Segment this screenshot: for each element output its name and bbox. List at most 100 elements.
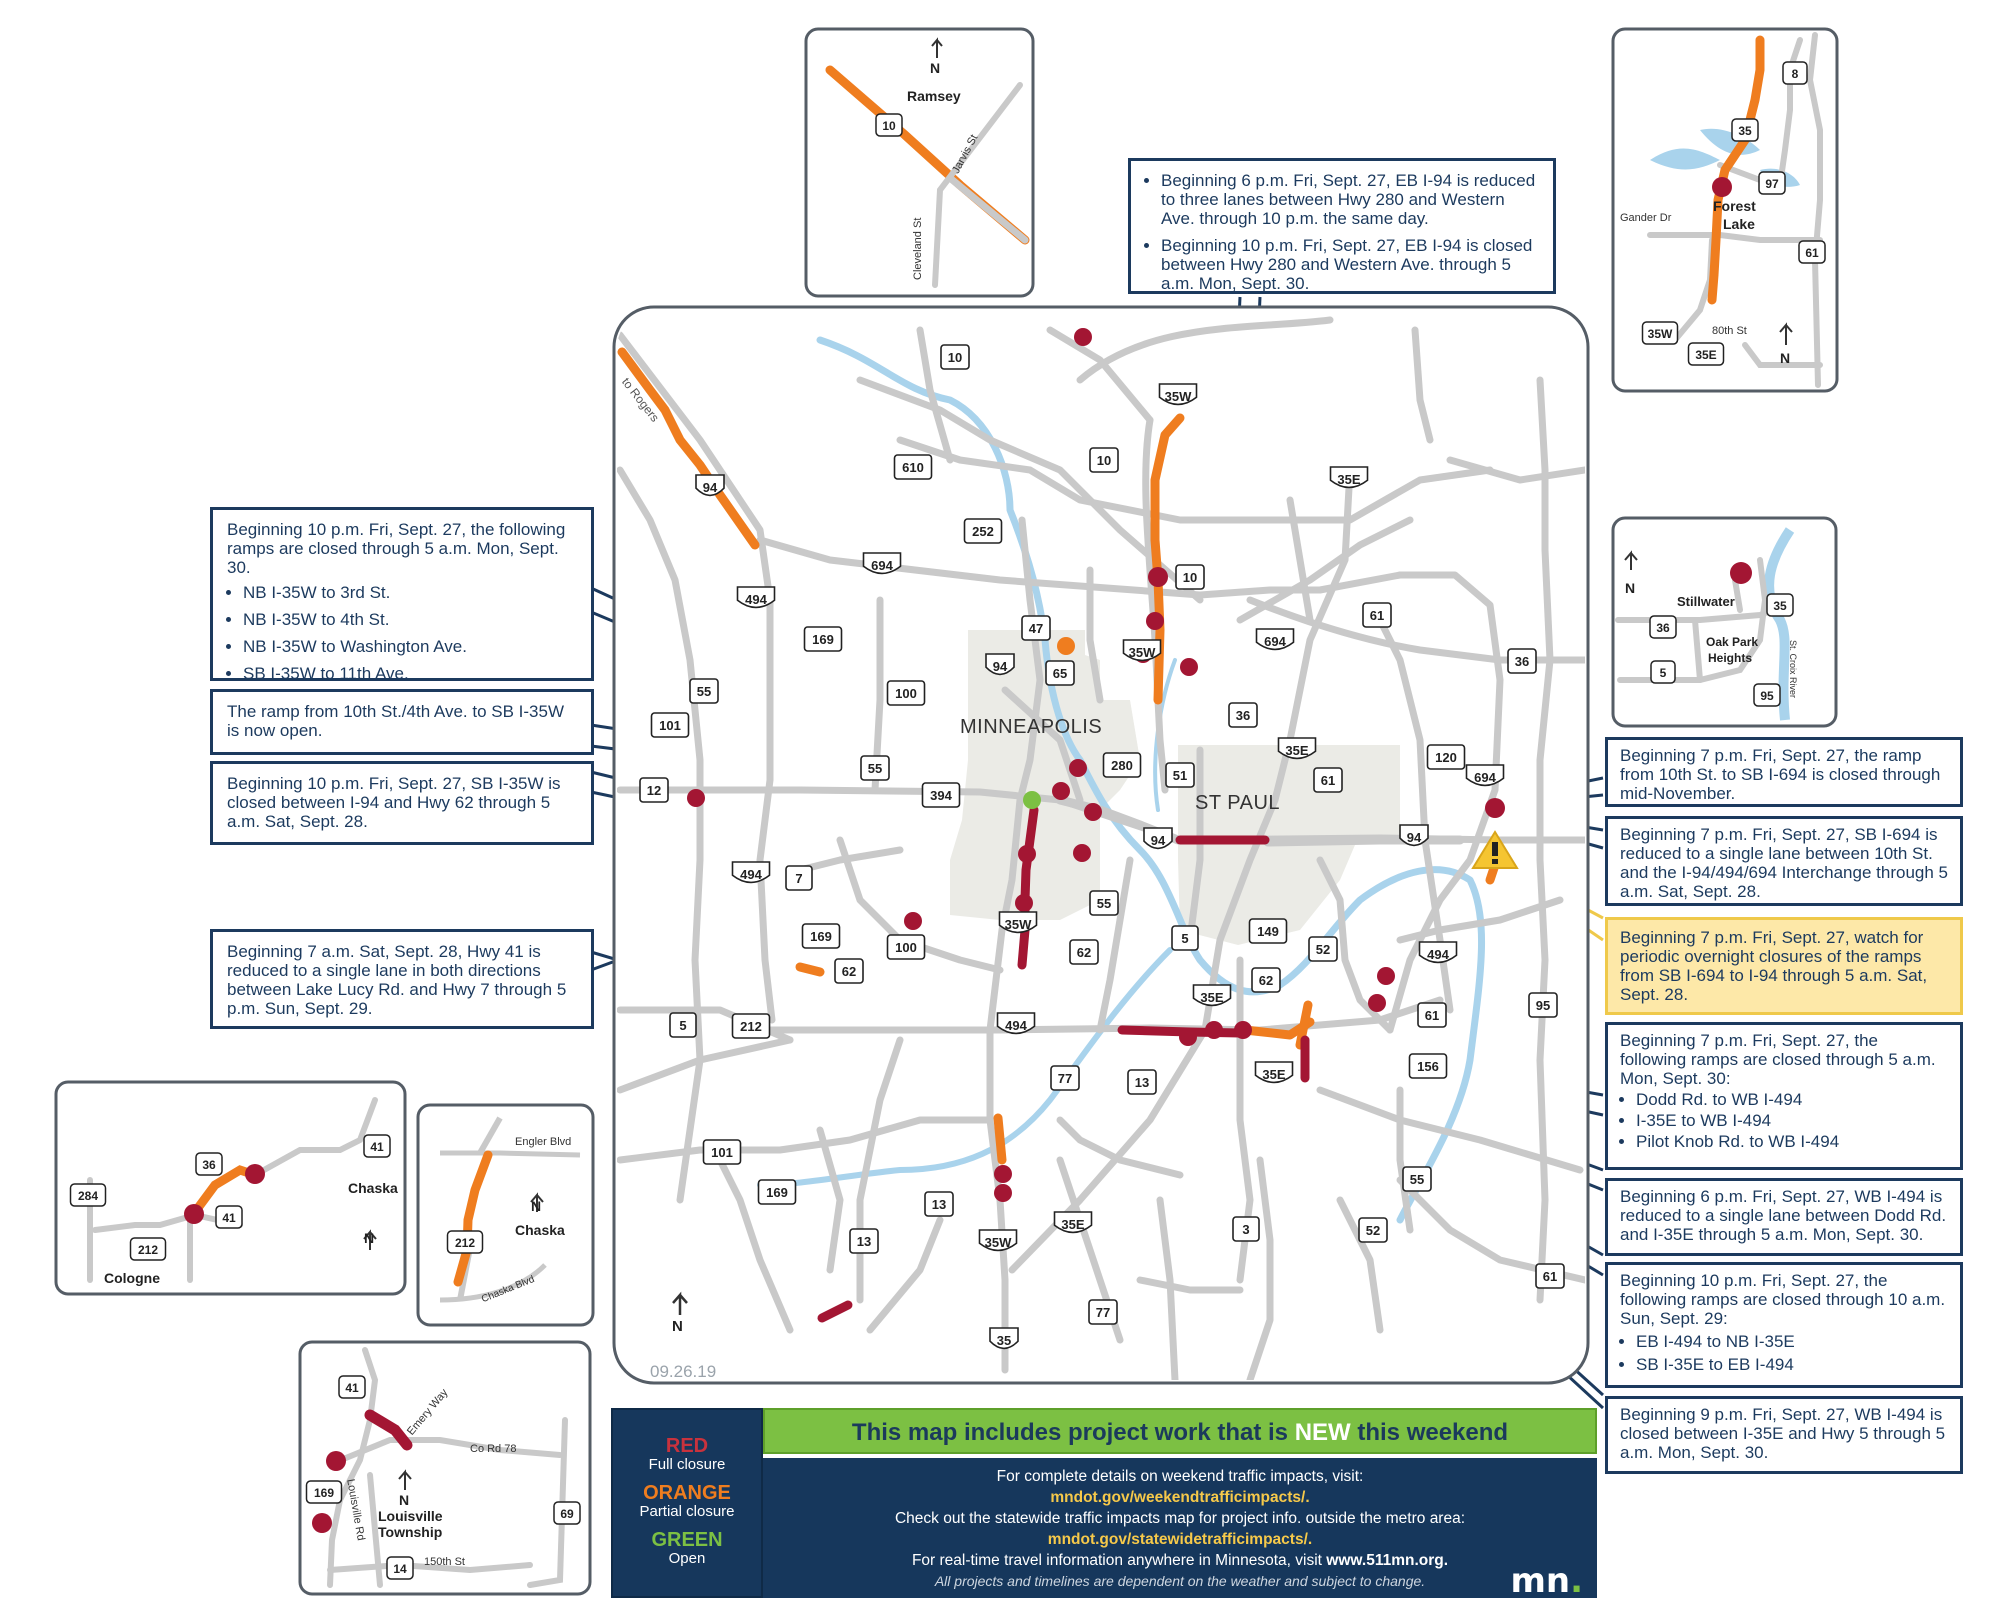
- callout-item: Pilot Knob Rd. to WB I-494: [1636, 1132, 1948, 1151]
- route-shield-text: 65: [1053, 666, 1067, 681]
- callout-intro: Beginning 7 p.m. Fri, Sept. 27, the foll…: [1620, 1031, 1936, 1088]
- route-shield-text: 3: [1242, 1222, 1249, 1237]
- route-shield-text: 7: [795, 871, 802, 886]
- route-shield-36: 36: [1228, 702, 1258, 728]
- inset-route-shield: 14: [386, 1556, 414, 1580]
- route-shield-55: 55: [1402, 1166, 1432, 1192]
- route-shield-text: 212: [740, 1019, 762, 1034]
- inset-forest-lake-frame: [1611, 27, 1839, 393]
- route-shield-35e: 35E: [1277, 737, 1317, 760]
- inset-route-shield-text: 14: [393, 1562, 407, 1576]
- inset-route-shield: 41: [338, 1375, 366, 1399]
- mndot-logo: mn.: [1510, 1564, 1583, 1598]
- route-shield-text: 35E: [1061, 1217, 1084, 1232]
- route-shield-52: 52: [1358, 1217, 1388, 1243]
- route-shield-610: 610: [893, 454, 933, 480]
- inset-route-shield-text: 69: [560, 1507, 574, 1521]
- route-shield-3: 3: [1232, 1216, 1260, 1242]
- legend-green-desc: Open: [668, 1550, 706, 1567]
- route-shield-94: 94: [985, 653, 1015, 676]
- route-shield-text: 95: [1536, 998, 1550, 1013]
- forest-lake-city2: Lake: [1723, 216, 1755, 232]
- callout-open-ramp: The ramp from 10th St./4th Ave. to SB I-…: [210, 689, 594, 755]
- route-shield-text: 10: [1097, 453, 1111, 468]
- route-shield-77: 77: [1088, 1299, 1118, 1325]
- i35w-south-partial: [993, 1113, 1007, 1165]
- route-shield-280: 280: [1102, 752, 1142, 778]
- route-shield-text: 55: [1097, 896, 1111, 911]
- inset-route-shield: 8: [1782, 61, 1808, 85]
- ramsey-north: N: [930, 60, 941, 76]
- info-link-weekend[interactable]: mndot.gov/weekendtrafficimpacts/.: [1050, 1489, 1310, 1506]
- route-shield-text: 55: [868, 761, 882, 776]
- route-shield-text: 55: [697, 684, 711, 699]
- route-shield-494: 494: [736, 586, 776, 609]
- inset-route-shield-text: 212: [138, 1243, 158, 1257]
- chaska2-city: Chaska: [515, 1222, 565, 1238]
- inset-route-shield-text: 8: [1792, 67, 1799, 81]
- route-shield-text: 47: [1029, 621, 1043, 636]
- callout-item: EB I-494 to NB I-35E: [1636, 1332, 1948, 1351]
- stillwater-city: Stillwater: [1677, 594, 1735, 609]
- route-shield-252: 252: [963, 518, 1003, 544]
- inset-route-shield: 35W: [1641, 321, 1679, 345]
- route-shield-156: 156: [1408, 1053, 1448, 1079]
- inset-route-shield-text: 35E: [1695, 348, 1716, 362]
- open-ramp-dot: [1023, 791, 1041, 809]
- inset-route-shield-text: 284: [78, 1189, 98, 1203]
- route-shield-text: 36: [1515, 654, 1529, 669]
- inset-route-shield: 95: [1753, 683, 1781, 707]
- inset-route-shield: 41: [215, 1205, 243, 1229]
- minneapolis-label: MINNEAPOLIS: [960, 716, 1103, 738]
- i94-rogers-partial: [617, 347, 760, 550]
- main-map-content: [617, 316, 1585, 1380]
- route-shield-text: 101: [711, 1145, 733, 1160]
- route-shield-494: 494: [996, 1012, 1036, 1035]
- info-link-statewide[interactable]: mndot.gov/statewidetrafficimpacts/.: [1047, 1531, 1313, 1548]
- route-shield-212: 212: [731, 1013, 771, 1039]
- inset-route-shield: 35: [1731, 118, 1759, 142]
- route-shield-13: 13: [1127, 1069, 1157, 1095]
- hwy77-red: [817, 1300, 853, 1323]
- inset-route-shield-text: 97: [1765, 177, 1779, 191]
- inset-route-shield: 35: [1766, 593, 1794, 617]
- route-shield-text: 52: [1316, 942, 1330, 957]
- route-shield-55: 55: [860, 755, 890, 781]
- hwy62-partial: [795, 962, 825, 977]
- route-shield-62: 62: [1251, 967, 1281, 993]
- route-shield-text: 169: [812, 632, 834, 647]
- info-line3-wrap: For real-time travel information anywher…: [763, 1550, 1597, 1571]
- route-shield-text: 394: [930, 788, 952, 803]
- route-shield-text: 35W: [1005, 917, 1032, 932]
- route-shield-7: 7: [785, 865, 813, 891]
- callout-wb-i494-lane: Beginning 6 p.m. Fri, Sept. 27, WB I-494…: [1605, 1178, 1963, 1256]
- chaska2-engler: Engler Blvd: [515, 1136, 572, 1148]
- route-shield-36: 36: [1507, 648, 1537, 674]
- route-shield-text: 35: [997, 1333, 1011, 1348]
- stillwater-area1: Oak Park: [1706, 635, 1759, 649]
- route-shield-text: 13: [1135, 1075, 1149, 1090]
- callout-sb-i694: Beginning 7 p.m. Fri, Sept. 27, SB I-694…: [1605, 816, 1963, 906]
- route-shield-35e: 35E: [1329, 466, 1369, 489]
- route-shield-5: 5: [1171, 925, 1199, 951]
- route-shield-text: 494: [745, 592, 767, 607]
- route-shield-35e: 35E: [1192, 984, 1232, 1007]
- banner-pre: This map includes project work that is: [851, 1419, 1295, 1446]
- legend-red-desc: Full closure: [648, 1456, 726, 1473]
- route-shield-text: 101: [659, 718, 681, 733]
- info-link-511[interactable]: www.511mn.org.: [1326, 1552, 1449, 1569]
- route-shield-text: 35W: [985, 1235, 1012, 1250]
- route-shield-text: 13: [932, 1197, 946, 1212]
- stillwater-north: N: [1625, 580, 1636, 596]
- sb-i35w-closure: [1017, 805, 1039, 970]
- route-shield-100: 100: [886, 680, 926, 706]
- louisville-co78: Co Rd 78: [470, 1443, 517, 1455]
- callout-item: Dodd Rd. to WB I-494: [1636, 1090, 1948, 1109]
- inset-route-shield-text: 212: [455, 1236, 475, 1250]
- route-shield-169: 169: [801, 923, 841, 949]
- legend-orange: ORANGE: [643, 1482, 731, 1504]
- callout-item: Beginning 6 p.m. Fri, Sept. 27, EB I-94 …: [1161, 171, 1539, 228]
- route-shield-61: 61: [1362, 602, 1392, 628]
- map-date: 09.26.19: [650, 1362, 717, 1381]
- callout-wb-i494-closed: Beginning 9 p.m. Fri, Sept. 27, WB I-494…: [1605, 1396, 1963, 1474]
